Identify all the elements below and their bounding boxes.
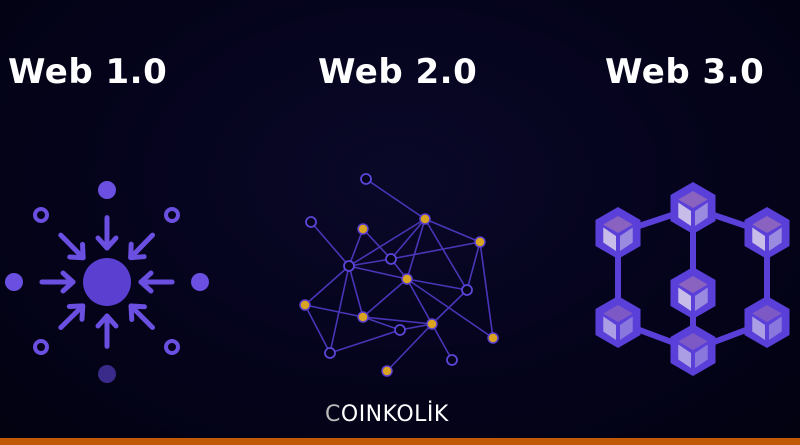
- network-edge: [406, 278, 494, 339]
- network-edge: [365, 178, 426, 220]
- coinkolik-logo: COINKOLİK: [325, 402, 449, 427]
- network-node-active: [401, 273, 413, 285]
- arrow-head-icon: [138, 270, 154, 294]
- network-node-active: [299, 299, 311, 311]
- web3-blockchain-diagram: [595, 182, 790, 376]
- network-node: [324, 347, 336, 359]
- cube-left-face: [678, 344, 691, 368]
- network-edge: [348, 228, 364, 267]
- client-node-ring: [33, 207, 49, 223]
- network-node: [446, 354, 458, 366]
- web2-network-diagram: [299, 173, 499, 377]
- network-edge: [362, 316, 401, 331]
- network-edge: [406, 278, 468, 291]
- network-node: [385, 253, 397, 265]
- cube-left-face: [752, 316, 765, 340]
- network-edge: [329, 329, 401, 354]
- client-node: [5, 273, 23, 291]
- network-edge: [424, 218, 468, 291]
- client-node-ring: [164, 339, 180, 355]
- network-edge: [329, 265, 350, 354]
- network-edge: [310, 221, 350, 267]
- cube-right-face: [695, 202, 708, 226]
- cube-top-face: [678, 333, 708, 350]
- cube-right-face: [620, 316, 633, 340]
- network-node-active: [487, 332, 499, 344]
- network-node: [305, 216, 317, 228]
- network-edge: [348, 218, 426, 267]
- network-node: [394, 324, 406, 336]
- network-node-active: [419, 213, 431, 225]
- client-node-ring: [33, 339, 49, 355]
- arrow-head-icon: [128, 241, 147, 261]
- network-edge: [431, 323, 453, 361]
- arrow-head-icon: [95, 235, 119, 251]
- network-edge: [406, 278, 433, 325]
- network-node-active: [357, 223, 369, 235]
- client-node: [191, 273, 209, 291]
- network-edge: [304, 265, 350, 306]
- network-edge: [406, 218, 426, 280]
- network-node: [461, 284, 473, 296]
- arrow-head-icon: [60, 270, 76, 294]
- cube-left-face: [752, 227, 765, 251]
- network-edge: [386, 323, 433, 372]
- cube-top-face: [678, 276, 708, 293]
- cube-top-face: [603, 216, 633, 233]
- network-edge: [390, 241, 481, 260]
- web1-centralized-diagram: [5, 181, 209, 383]
- network-node: [343, 260, 355, 272]
- cube-right-face: [695, 287, 708, 311]
- client-node: [98, 365, 116, 383]
- title-web2: Web 2.0: [318, 52, 478, 92]
- cube-top-face: [678, 191, 708, 208]
- network-edge: [362, 278, 408, 318]
- network-edge: [348, 265, 364, 318]
- arrow-head-icon: [66, 303, 86, 322]
- cube-right-face: [620, 227, 633, 251]
- cube-right-face: [769, 227, 782, 251]
- arrow-shaft: [128, 232, 155, 261]
- cube-top-face: [752, 305, 782, 322]
- network-edge: [362, 228, 392, 260]
- cube-left-face: [603, 316, 616, 340]
- central-server-node: [83, 258, 131, 306]
- client-node-ring: [164, 207, 180, 223]
- network-edge: [424, 218, 481, 243]
- network-edge: [304, 304, 364, 318]
- arrow-shaft: [128, 303, 155, 330]
- cube-left-face: [678, 287, 691, 311]
- network-edge: [390, 218, 426, 260]
- network-edge: [431, 289, 468, 325]
- network-edge: [348, 265, 408, 280]
- network-node-active: [426, 318, 438, 330]
- title-web1: Web 1.0: [8, 52, 168, 92]
- arrow-head-icon: [67, 241, 86, 261]
- network-edge: [304, 304, 331, 354]
- network-node: [360, 173, 372, 185]
- network-edge: [466, 241, 481, 291]
- cube-right-face: [769, 316, 782, 340]
- cube-right-face: [695, 344, 708, 368]
- network-node-active: [381, 365, 393, 377]
- client-node: [98, 181, 116, 199]
- network-edge: [479, 241, 494, 339]
- network-node-active: [474, 236, 486, 248]
- title-web3: Web 3.0: [605, 52, 765, 92]
- arrow-shaft: [58, 232, 86, 261]
- network-edge: [348, 258, 392, 267]
- bottom-accent-bar: [0, 438, 800, 445]
- cube-left-face: [678, 202, 691, 226]
- arrow-head-icon: [95, 313, 119, 329]
- cube-top-face: [603, 305, 633, 322]
- arrow-head-icon: [128, 303, 147, 322]
- cube-left-face: [603, 227, 616, 251]
- network-node-active: [357, 311, 369, 323]
- cube-top-face: [752, 216, 782, 233]
- network-edge: [362, 316, 433, 325]
- arrow-shaft: [58, 303, 86, 330]
